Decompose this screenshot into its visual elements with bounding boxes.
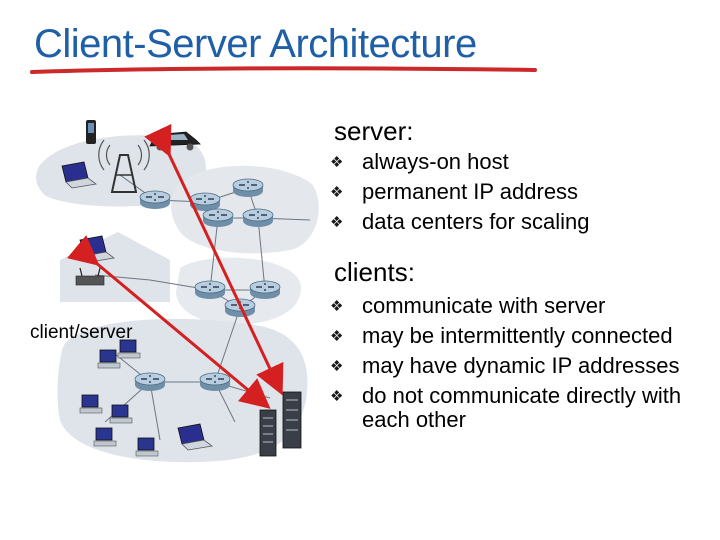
server-heading: server:: [334, 116, 414, 146]
smartphone-icon: [86, 120, 96, 144]
network-diagram: [36, 120, 319, 463]
client-server-label: client/server: [30, 322, 133, 343]
router-icon: [249, 280, 281, 300]
bullet-icon: ❖: [330, 298, 344, 315]
server-icon: [282, 391, 302, 449]
title-underline: [30, 66, 537, 74]
bullet-icon: ❖: [330, 184, 344, 201]
router-icon: [232, 178, 264, 198]
slide-title: Client-Server Architecture: [34, 22, 477, 66]
clients-bullet-list: ❖communicate with server ❖may be intermi…: [330, 294, 690, 438]
list-item: ❖may have dynamic IP addresses: [330, 353, 680, 378]
clients-heading: clients:: [334, 257, 415, 287]
bullet-icon: ❖: [330, 154, 344, 171]
router-icon: [139, 190, 171, 210]
server-bullet-list: ❖always-on host ❖permanent IP address ❖d…: [330, 150, 690, 240]
cell-tower-icon: [98, 139, 150, 193]
bullet-icon: ❖: [330, 328, 344, 345]
bullet-icon: ❖: [330, 388, 344, 405]
list-item: ❖communicate with server: [330, 293, 606, 318]
router-icon: [242, 208, 274, 228]
arrow-laptop-to-server: [66, 235, 271, 409]
router-icon: [202, 208, 234, 228]
router-icon: [134, 372, 166, 392]
list-item: ❖do not communicate directly with each o…: [330, 383, 682, 432]
router-icon: [199, 372, 231, 392]
server-icon: [259, 409, 277, 457]
list-item: ❖may be intermittently connected: [330, 323, 673, 348]
home-network-icon: [60, 232, 170, 302]
bullet-icon: ❖: [330, 214, 344, 231]
bullet-icon: ❖: [330, 358, 344, 375]
list-item: ❖data centers for scaling: [330, 209, 590, 234]
list-item: ❖always-on host: [330, 149, 509, 174]
router-icon: [194, 280, 226, 300]
list-item: ❖permanent IP address: [330, 179, 579, 204]
